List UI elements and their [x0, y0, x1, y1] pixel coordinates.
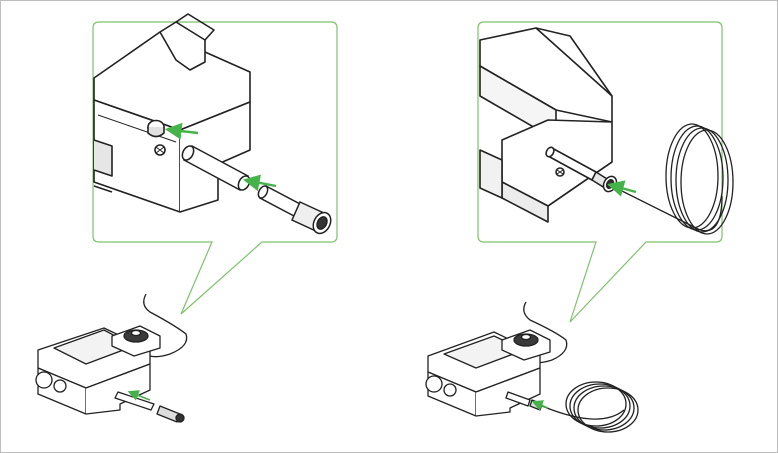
left-zoom-housing	[93, 13, 251, 213]
right-overview-device	[425, 301, 639, 433]
right-zoom-cable-coil	[615, 123, 734, 235]
right-zoom-housing	[479, 27, 613, 223]
right-panel	[425, 21, 734, 433]
left-zoom-sleeve	[257, 184, 332, 235]
right-overview-arrow	[531, 400, 549, 411]
left-overview-arrow	[127, 390, 151, 401]
left-arrow-sleeve	[242, 174, 277, 192]
right-arrow-connector	[607, 180, 637, 197]
left-panel	[35, 13, 338, 423]
left-overview-device	[35, 293, 188, 423]
left-arrow-pin	[164, 122, 199, 140]
